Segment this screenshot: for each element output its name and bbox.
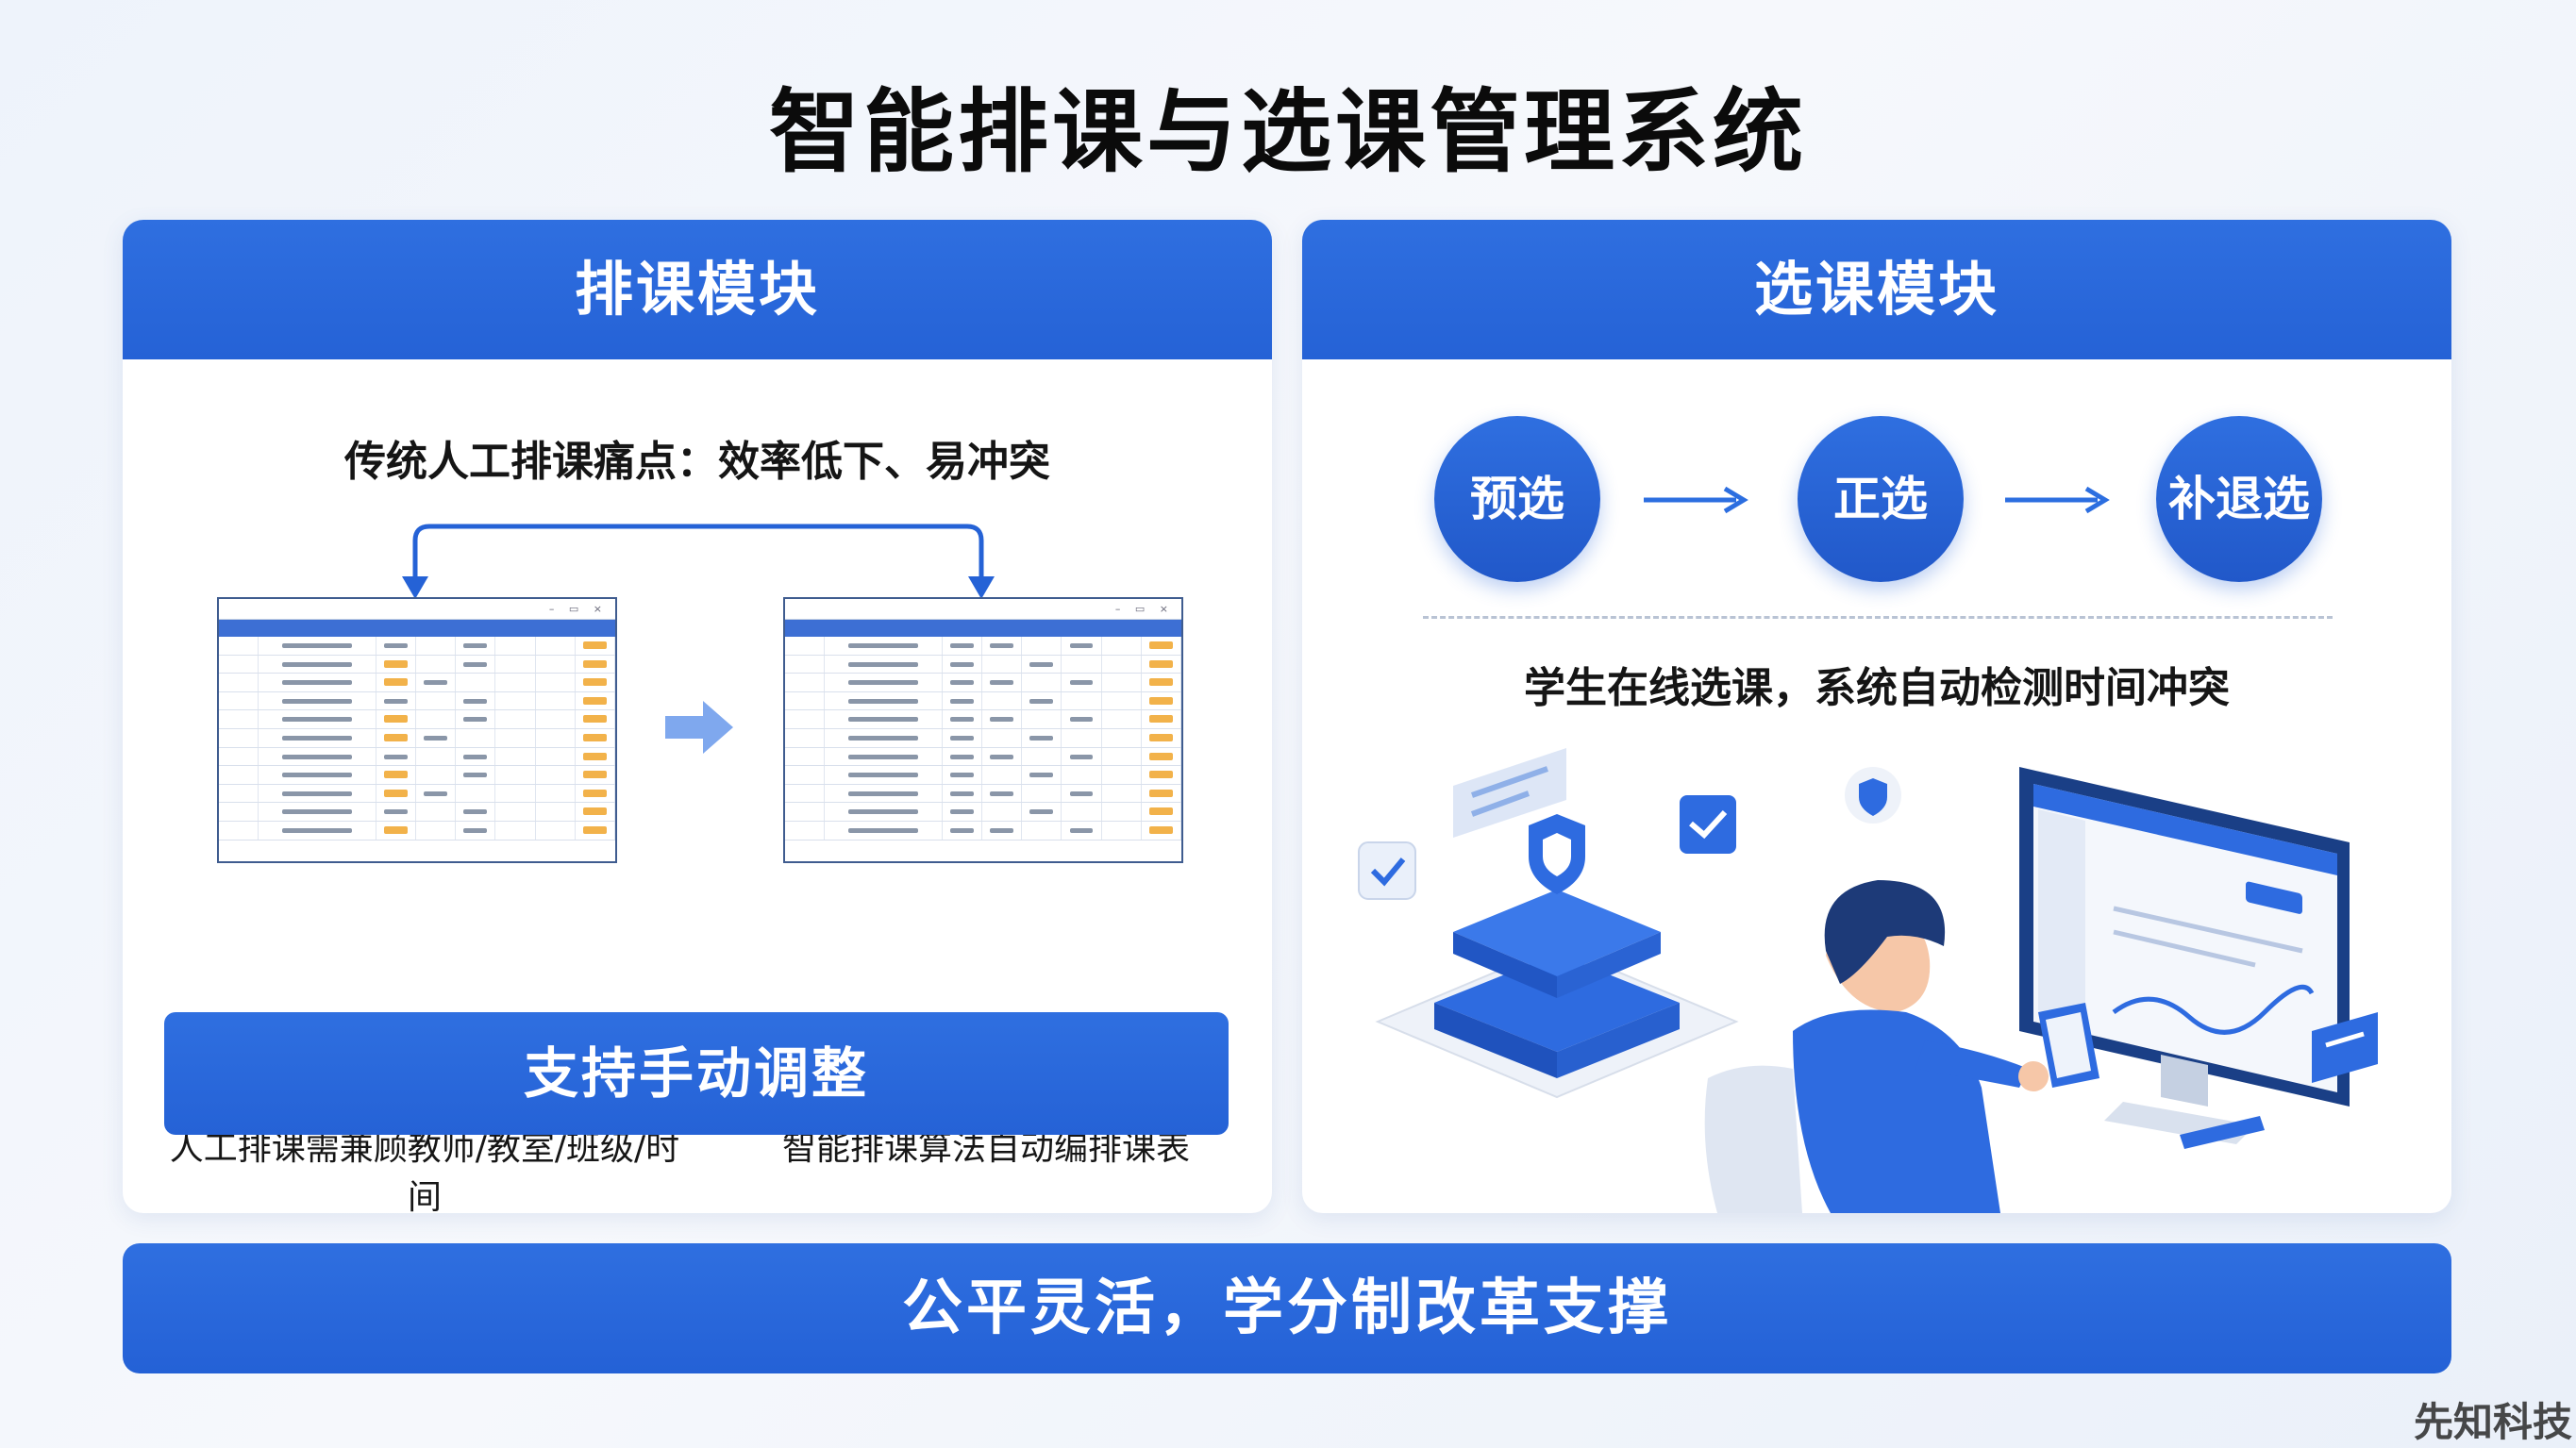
selection-module-header: 选课模块 — [1302, 220, 2451, 359]
scheduling-module-card: 排课模块 传统人工排课痛点：效率低下、易冲突 – ▭ × – ▭ × — [123, 220, 1272, 1213]
server-stack-icon — [1375, 890, 1739, 1099]
manual-adjust-button[interactable]: 支持手动调整 — [164, 1012, 1229, 1135]
manual-schedule-table: – ▭ × — [217, 597, 617, 863]
arrow-right-icon — [665, 701, 733, 754]
monitor-icon — [2019, 767, 2350, 1144]
selection-module-card: 选课模块 预选 正选 补退选 学生在线选课，系统自动检测时间冲突 — [1302, 220, 2451, 1213]
check-icon — [1358, 841, 1416, 900]
divider — [1423, 616, 2333, 619]
step-add-drop: 补退选 — [2156, 416, 2322, 582]
smart-schedule-table: – ▭ × — [783, 597, 1183, 863]
arrow-right-icon — [1644, 486, 1748, 514]
shield-icon — [1529, 814, 1585, 894]
arrow-down-icon — [402, 524, 995, 597]
page-title: 智能排课与选课管理系统 — [769, 79, 1807, 185]
scheduling-module-header: 排课模块 — [123, 220, 1272, 359]
smart-scheduling-caption: 智能排课算法自动编排课表 — [781, 1129, 1190, 1168]
document-icon — [1453, 748, 1566, 838]
person-icon — [1704, 880, 2099, 1213]
step-preselect: 预选 — [1434, 416, 1600, 582]
bottom-banner: 公平灵活，学分制改革支撑 — [123, 1243, 2451, 1373]
step-formal-select: 正选 — [1798, 416, 1964, 582]
manual-scheduling-caption: 人工排课需兼顾教师/教室/班级/时间 — [169, 1129, 680, 1213]
pain-point-text: 传统人工排课痛点：效率低下、易冲突 — [344, 438, 1050, 486]
shield-icon — [1845, 767, 1901, 824]
check-icon — [1680, 795, 1736, 854]
chat-icon — [2312, 1012, 2378, 1083]
watermark: 先知科技 — [2413, 1399, 2572, 1445]
phone-icon — [2180, 1116, 2265, 1149]
arrow-right-icon — [2005, 486, 2110, 514]
selection-description: 学生在线选课，系统自动检测时间冲突 — [1524, 664, 2230, 712]
online-selection-illustration — [1358, 748, 2378, 1213]
